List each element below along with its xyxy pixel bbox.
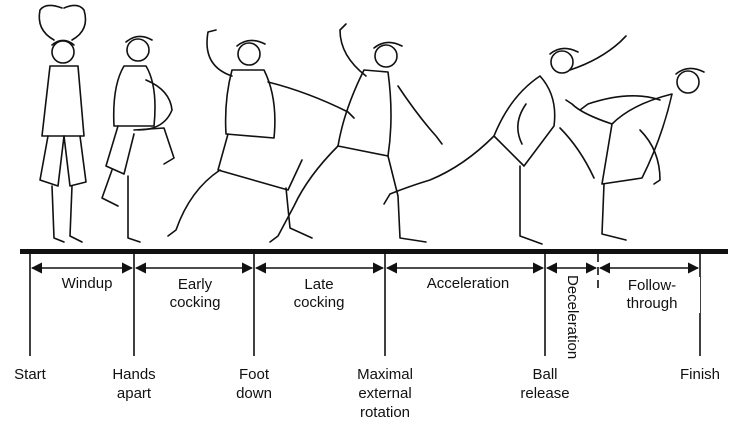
- phase-label-follow-through: Follow- through: [604, 277, 700, 313]
- figure-finish: [559, 67, 705, 241]
- event-markers: [29, 250, 701, 356]
- figure-foot-down: [167, 29, 355, 239]
- figure-hands-apart: [101, 35, 175, 243]
- event-label-max-external-rotation: Maximal external rotation: [357, 366, 413, 421]
- event-label-hands-apart: Hands apart: [112, 366, 156, 402]
- figure-ball-release: [383, 35, 627, 245]
- event-label-foot-down: Foot down: [236, 366, 272, 402]
- phase-label-deceleration: Deceleration: [564, 275, 581, 360]
- figure-max-external-rotation: [269, 23, 443, 243]
- ground-line: [20, 249, 728, 254]
- event-label-ball-release: Ball release: [520, 366, 570, 402]
- phase-label-late-cocking: Late cocking: [274, 276, 364, 312]
- event-label-start: Start: [14, 366, 46, 383]
- phase-label-windup: Windup: [48, 275, 126, 293]
- event-label-finish: Finish: [679, 366, 720, 383]
- phase-label-acceleration: Acceleration: [408, 275, 528, 293]
- figure-windup-start: [38, 4, 87, 243]
- phase-label-early-cocking: Early cocking: [150, 276, 240, 312]
